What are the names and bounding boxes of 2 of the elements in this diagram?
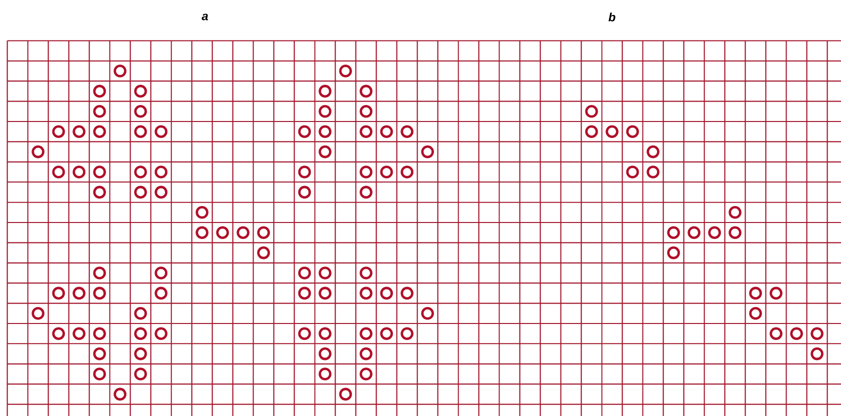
panel-label: a [202, 14, 208, 20]
panel-label: b [608, 12, 616, 22]
